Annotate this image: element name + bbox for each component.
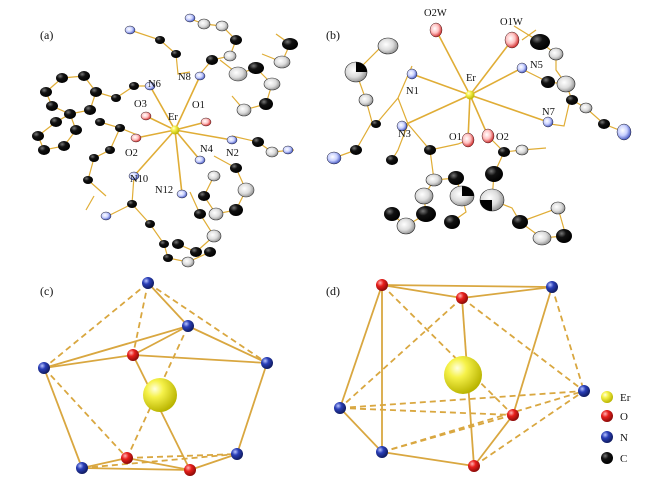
label-b-N1: N1 <box>406 86 419 97</box>
label-a-N6: N6 <box>148 79 161 90</box>
legend-o-swatch <box>601 410 613 422</box>
legend-c-label: C <box>620 453 627 465</box>
panel-a-carbon-atoms <box>32 18 298 268</box>
panel-c: (c) <box>38 277 273 476</box>
panel-b-atom-labels: Er O2W O1W N1 N5 N3 N7 O1 O2 <box>398 8 555 143</box>
panel-b-er-atom <box>465 90 475 100</box>
panel-c-polyhedron-edges <box>43 282 268 471</box>
label-b-O1W: O1W <box>500 17 523 28</box>
label-b-N3: N3 <box>398 129 411 140</box>
panel-b-carbon-bonds <box>333 25 625 239</box>
label-a-N12: N12 <box>155 185 173 196</box>
panel-a-er-atom <box>170 125 180 135</box>
legend-n-label: N <box>620 432 628 444</box>
panel-a-er-label: Er <box>168 112 178 123</box>
legend-item-o: O <box>601 410 628 423</box>
panel-d-polyhedron-edges <box>339 284 585 467</box>
label-a-O3: O3 <box>134 99 147 110</box>
panel-d-vertices <box>334 279 590 472</box>
label-a-N10: N10 <box>130 174 148 185</box>
panel-a-er-bonds <box>133 75 233 195</box>
legend-n-swatch <box>601 431 613 443</box>
label-b-N5: N5 <box>530 60 543 71</box>
label-b-O2: O2 <box>496 132 509 143</box>
label-a-N2: N2 <box>226 148 239 159</box>
panel-c-er-sphere <box>143 378 177 412</box>
panel-b-carbon-atoms <box>326 34 632 246</box>
label-b-N7: N7 <box>542 107 555 118</box>
legend-er-swatch <box>601 391 613 403</box>
panel-a-label: (a) <box>40 28 53 42</box>
label-a-N4: N4 <box>200 144 214 155</box>
panel-c-vertices <box>38 277 273 476</box>
legend-item-n: N <box>601 431 628 444</box>
label-a-O1: O1 <box>192 100 205 111</box>
panel-b-hetero-atoms <box>396 22 554 148</box>
panel-a: (a) <box>32 13 298 268</box>
legend-er-label: Er <box>620 392 631 404</box>
panel-a-atom-labels: Er N6 N8 O3 O1 O2 N4 N2 N10 N12 <box>125 72 239 196</box>
label-a-N8: N8 <box>178 72 191 83</box>
panel-b-er-bonds <box>401 29 549 141</box>
label-b-O2W: O2W <box>424 8 447 19</box>
legend-item-er: Er <box>601 391 631 404</box>
panel-d-label: (d) <box>326 284 340 298</box>
panel-c-label: (c) <box>40 284 53 298</box>
legend-item-c: C <box>601 452 627 465</box>
element-legend: Er O N C <box>601 391 631 465</box>
panel-b-label: (b) <box>326 28 340 42</box>
legend-c-swatch <box>601 452 613 464</box>
panel-b-er-label: Er <box>466 73 476 84</box>
panel-d: (d) <box>326 279 631 472</box>
panel-b: (b) <box>326 8 632 246</box>
panel-d-er-sphere <box>444 356 482 394</box>
label-a-O2: O2 <box>125 148 138 159</box>
legend-o-label: O <box>620 411 628 423</box>
label-b-O1: O1 <box>449 132 462 143</box>
panel-a-hetero-atoms <box>100 13 294 221</box>
